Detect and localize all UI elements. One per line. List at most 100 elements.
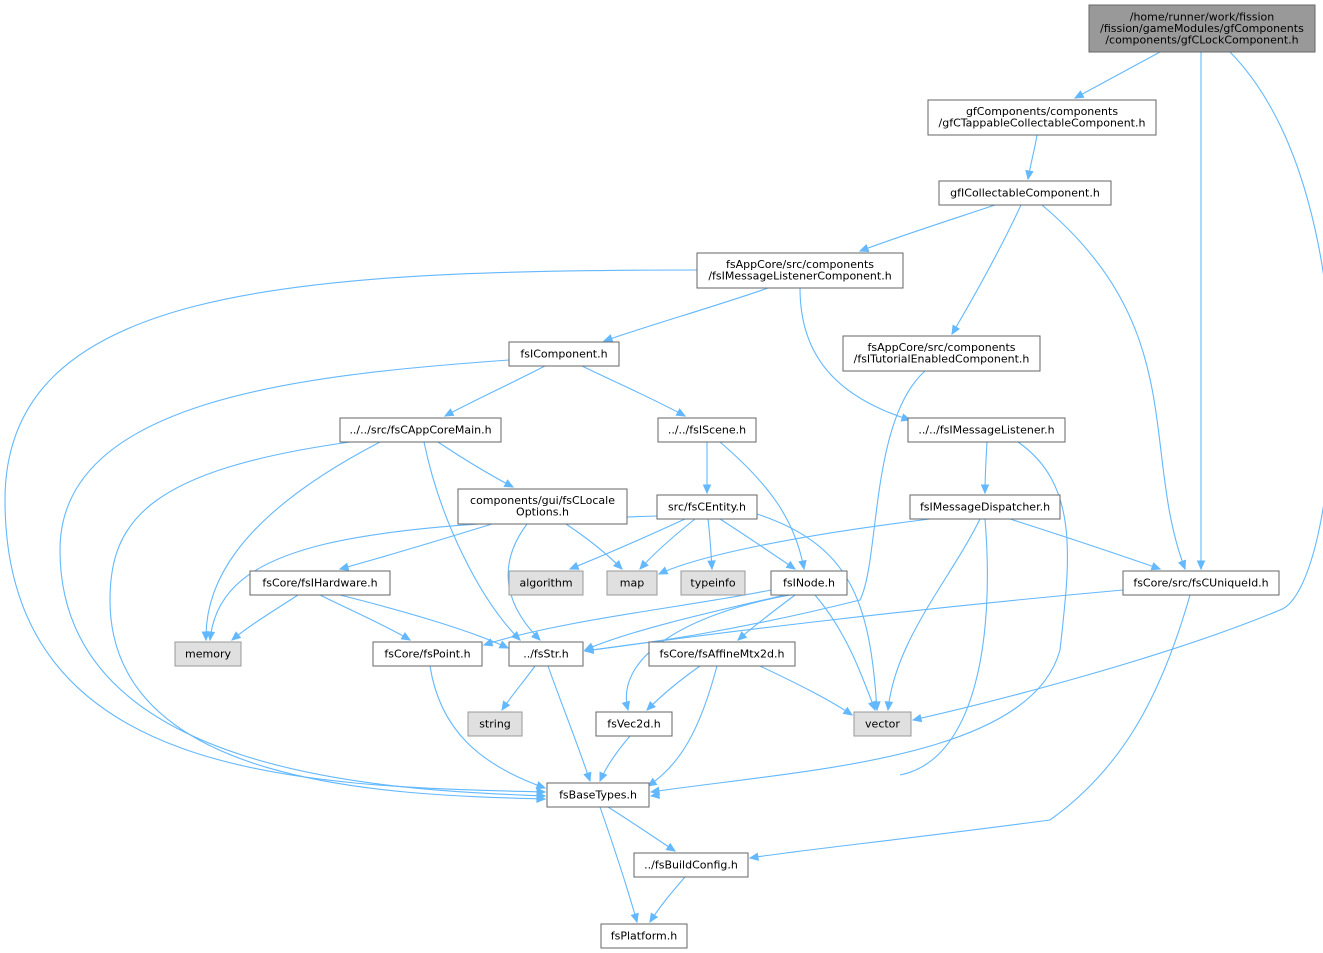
node-label-line: gfComponents/components bbox=[966, 105, 1118, 118]
arrow-head bbox=[649, 912, 659, 924]
node-label-line: memory bbox=[185, 647, 231, 660]
node-label-line: fsINode.h bbox=[783, 576, 835, 589]
node-label-line: components/gui/fsCLocale bbox=[470, 494, 615, 507]
node-algorithm: algorithm bbox=[508, 570, 584, 596]
node-label-line: ../../fsIScene.h bbox=[668, 423, 746, 436]
node-tutorial[interactable]: fsAppCore/src/components/fsITutorialEnab… bbox=[842, 335, 1041, 372]
arrow-head bbox=[702, 484, 712, 495]
node-str[interactable]: ../fsStr.h bbox=[508, 641, 584, 667]
edge-line bbox=[647, 665, 718, 787]
node-label-line: fsPlatform.h bbox=[611, 929, 677, 942]
node-box bbox=[842, 335, 1041, 372]
node-box bbox=[907, 417, 1066, 443]
edge-line bbox=[547, 665, 591, 782]
node-box bbox=[508, 570, 584, 596]
edge-appcoremain-to-locale bbox=[437, 441, 515, 488]
edge-line bbox=[339, 594, 509, 649]
node-label-line: fsCore/fsPoint.h bbox=[384, 647, 470, 660]
node-buildconfig[interactable]: ../fsBuildConfig.h bbox=[633, 852, 749, 878]
node-basetypes[interactable]: fsBaseTypes.h bbox=[546, 782, 650, 808]
node-affine[interactable]: fsCore/fsAffineMtx2d.h bbox=[648, 641, 796, 667]
edge-dispatcher-to-vector bbox=[884, 518, 981, 712]
edge-basetypes-to-buildconfig bbox=[607, 806, 677, 852]
node-uniqueid[interactable]: fsCore/src/fsCUniqueId.h bbox=[1122, 570, 1280, 596]
arrow-head bbox=[583, 645, 595, 655]
edge-str-to-basetypes bbox=[547, 665, 592, 783]
node-memory: memory bbox=[174, 641, 242, 667]
node-appcoremain[interactable]: ../../src/fsCAppCoreMain.h bbox=[339, 417, 502, 443]
edge-line bbox=[719, 518, 796, 570]
node-box bbox=[508, 341, 620, 367]
node-platform[interactable]: fsPlatform.h bbox=[600, 923, 688, 949]
node-box bbox=[546, 782, 650, 808]
arrow-head bbox=[649, 790, 661, 799]
node-msglistener[interactable]: ../../fsIMessageListener.h bbox=[907, 417, 1066, 443]
edge-node-to-vector bbox=[814, 594, 877, 712]
node-box bbox=[770, 570, 848, 596]
arrow-head bbox=[568, 561, 580, 570]
node-root[interactable]: /home/runner/work/fission/fission/gameMo… bbox=[1088, 4, 1316, 53]
edge-line bbox=[658, 518, 931, 575]
edge-entity-to-algorithm bbox=[568, 518, 686, 570]
arrow-head bbox=[1150, 562, 1162, 571]
edge-line bbox=[887, 518, 981, 711]
node-label-line: /components/gfCLockComponent.h bbox=[1105, 33, 1298, 46]
edge-line bbox=[569, 518, 686, 570]
edge-root-to-vector bbox=[911, 51, 1323, 723]
node-tappable[interactable]: gfComponents/components/gfCTappableColle… bbox=[927, 99, 1157, 136]
arrow-head bbox=[503, 479, 515, 488]
arrow-head bbox=[443, 408, 455, 417]
node-hardware[interactable]: fsCore/fsIHardware.h bbox=[249, 570, 391, 596]
node-string: string bbox=[467, 711, 523, 737]
node-box bbox=[600, 923, 688, 949]
arrow-head bbox=[980, 484, 990, 495]
edge-line bbox=[912, 51, 1323, 721]
node-label-line: /fission/gameModules/gfComponents bbox=[1100, 22, 1304, 35]
node-box bbox=[938, 180, 1112, 206]
edge-node-to-point bbox=[482, 589, 772, 647]
edge-line bbox=[951, 204, 1022, 335]
arrow-head bbox=[536, 794, 547, 804]
edge-affine-to-basetypes bbox=[646, 665, 718, 787]
arrow-head bbox=[338, 562, 350, 571]
arrow-head bbox=[868, 700, 877, 712]
arrow-head bbox=[842, 706, 854, 716]
edge-line bbox=[759, 665, 853, 716]
edge-line bbox=[649, 876, 686, 923]
arrow-head bbox=[1025, 169, 1034, 181]
edges-layer bbox=[4, 51, 1323, 924]
edge-line bbox=[4, 269, 698, 793]
edge-line bbox=[607, 806, 676, 852]
node-point[interactable]: fsCore/fsPoint.h bbox=[372, 641, 483, 667]
node-msglistenercomp[interactable]: fsAppCore/src/components/fsIMessageListe… bbox=[696, 252, 904, 289]
edge-component-to-scene bbox=[581, 365, 687, 417]
node-dispatcher[interactable]: fsIMessageDispatcher.h bbox=[909, 494, 1061, 520]
node-vec2d[interactable]: fsVec2d.h bbox=[595, 711, 673, 737]
node-box bbox=[372, 641, 483, 667]
edge-line bbox=[507, 523, 541, 641]
node-entity[interactable]: src/fsCEntity.h bbox=[656, 494, 758, 520]
edge-entity-to-node bbox=[719, 518, 797, 570]
arrow-head bbox=[1178, 559, 1186, 571]
node-collectable[interactable]: gfICollectableComponent.h bbox=[938, 180, 1112, 206]
edge-line bbox=[859, 204, 996, 252]
arrow-head bbox=[646, 700, 657, 711]
edge-line bbox=[650, 441, 1069, 793]
node-box bbox=[657, 417, 757, 443]
edge-appcoremain-to-memory bbox=[201, 441, 381, 642]
edge-line bbox=[719, 441, 805, 570]
edge-entity-to-map bbox=[639, 518, 696, 570]
node-label-line: algorithm bbox=[519, 576, 572, 589]
node-component[interactable]: fsIComponent.h bbox=[508, 341, 620, 367]
edge-line bbox=[205, 441, 381, 641]
node-box bbox=[174, 641, 242, 667]
edge-hardware-to-point bbox=[319, 594, 412, 641]
arrow-head bbox=[583, 771, 592, 783]
node-scene[interactable]: ../../fsIScene.h bbox=[657, 417, 757, 443]
edge-line bbox=[814, 594, 876, 711]
edge-tappable-to-collectable bbox=[1025, 134, 1038, 181]
node-node[interactable]: fsINode.h bbox=[770, 570, 848, 596]
edge-uniqueid-to-str bbox=[583, 589, 1124, 655]
arrow-head bbox=[482, 638, 494, 647]
